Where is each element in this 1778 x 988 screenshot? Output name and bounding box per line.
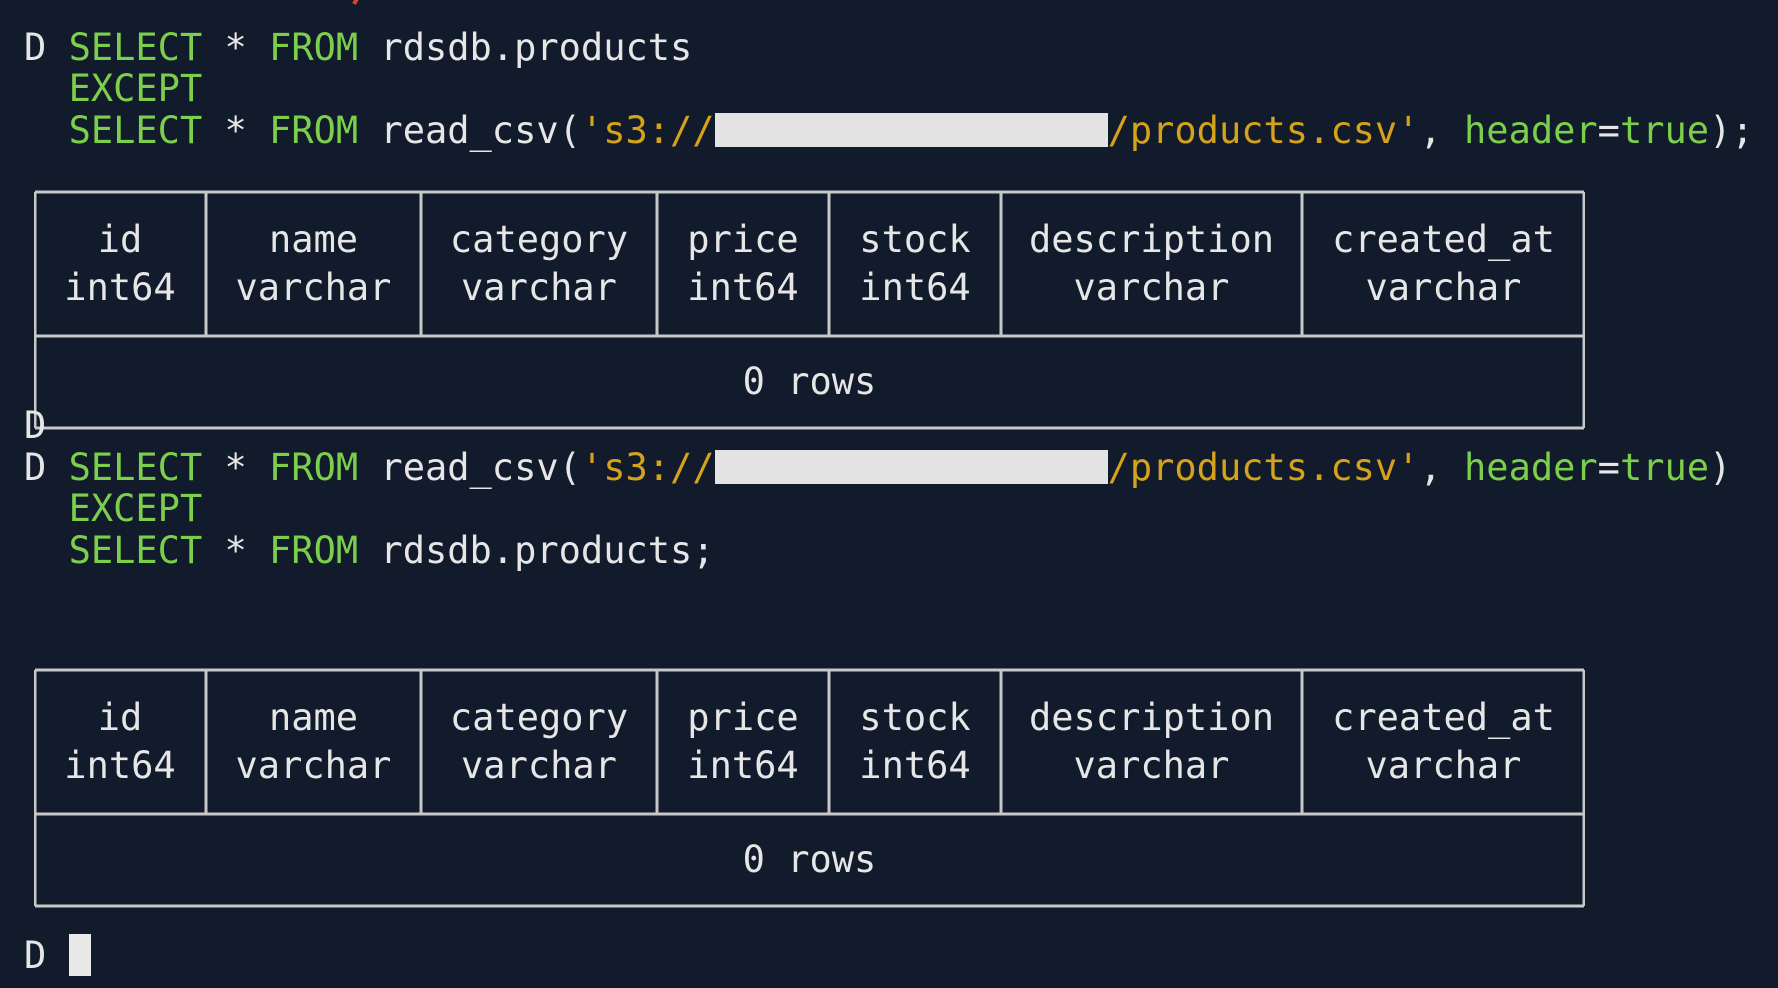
column-header-name: name bbox=[268, 696, 359, 739]
sql-keyword: SELECT bbox=[68, 26, 203, 69]
query2-line2: EXCEPT bbox=[24, 485, 203, 533]
row-count-label: 0 rows bbox=[742, 360, 877, 403]
sql-star: * bbox=[202, 26, 270, 69]
prompt: D bbox=[24, 404, 47, 447]
table-border bbox=[34, 668, 1585, 908]
query1-line3: SELECT * FROM read_csv('s3:// /products.c… bbox=[24, 107, 1754, 155]
column-header-name: description bbox=[1028, 696, 1275, 739]
sql-string-end: /products.csv' bbox=[1107, 109, 1420, 152]
sql-star: * bbox=[202, 446, 270, 489]
query2-line1: D SELECT * FROM read_csv('s3:// /products… bbox=[24, 444, 1731, 492]
column-header-name: price bbox=[687, 696, 799, 739]
error-mark-icon bbox=[352, 0, 359, 5]
query2-line3: SELECT * FROM rdsdb.products; bbox=[24, 527, 715, 575]
prompt: D bbox=[24, 934, 47, 977]
column-header-type: int64 bbox=[859, 266, 971, 309]
column-header-name: name bbox=[268, 218, 359, 261]
column-header-name: category bbox=[449, 218, 629, 261]
column-header-type: int64 bbox=[859, 744, 971, 787]
result-table-2: id int64 name varchar category varchar price in… bbox=[34, 668, 1585, 908]
sql-keyword: EXCEPT bbox=[68, 487, 203, 530]
sql-param-value: true bbox=[1619, 446, 1710, 489]
sql-keyword: SELECT bbox=[68, 109, 203, 152]
result-table-1: id int64 name varchar category varchar price in… bbox=[34, 190, 1585, 430]
column-header-type: varchar bbox=[1365, 744, 1522, 787]
sql-equals: = bbox=[1597, 446, 1620, 489]
sql-equals: = bbox=[1597, 109, 1620, 152]
column-header-type: varchar bbox=[1073, 744, 1230, 787]
sql-star: * bbox=[202, 109, 270, 152]
sql-string-start: 's3:// bbox=[580, 446, 715, 489]
column-header-name: id bbox=[97, 218, 143, 261]
sql-param-value: true bbox=[1619, 109, 1710, 152]
redacted-bucket-block bbox=[714, 113, 1108, 147]
column-header-name: stock bbox=[859, 218, 971, 261]
column-header-type: varchar bbox=[235, 266, 392, 309]
sql-keyword: SELECT bbox=[68, 446, 203, 489]
sql-function: read_csv( bbox=[358, 446, 581, 489]
column-header-type: int64 bbox=[64, 744, 176, 787]
query1-line2: EXCEPT bbox=[24, 65, 203, 113]
sql-param: header bbox=[1464, 446, 1598, 489]
sql-keyword: FROM bbox=[269, 446, 359, 489]
query1-line1: D SELECT * FROM rdsdb.products bbox=[24, 24, 692, 72]
column-header-name: description bbox=[1028, 218, 1275, 261]
column-header-type: int64 bbox=[687, 744, 799, 787]
sql-keyword: FROM bbox=[269, 529, 359, 572]
sql-end: ) bbox=[1709, 446, 1732, 489]
prompt: D bbox=[24, 26, 47, 69]
column-header-type: varchar bbox=[1365, 266, 1522, 309]
sql-keyword: EXCEPT bbox=[68, 67, 203, 110]
sql-string-end: /products.csv' bbox=[1107, 446, 1420, 489]
column-header-name: category bbox=[449, 696, 629, 739]
empty-prompt-line: D bbox=[24, 402, 46, 450]
redacted-bucket-block bbox=[714, 450, 1108, 484]
sql-string-start: 's3:// bbox=[580, 109, 715, 152]
text-cursor[interactable] bbox=[68, 934, 91, 976]
column-header-type: varchar bbox=[1073, 266, 1230, 309]
sql-end: ); bbox=[1709, 109, 1754, 152]
sql-keyword: FROM bbox=[269, 26, 359, 69]
column-header-type: varchar bbox=[461, 744, 617, 787]
prompt: D bbox=[24, 446, 47, 489]
column-header-type: varchar bbox=[235, 744, 392, 787]
column-header-name: created_at bbox=[1332, 218, 1555, 261]
sql-star: * bbox=[202, 529, 270, 572]
sql-table-name: rdsdb.products; bbox=[358, 529, 715, 572]
sql-table-name: rdsdb.products bbox=[358, 26, 693, 69]
sql-keyword: FROM bbox=[269, 109, 359, 152]
row-count-label: 0 rows bbox=[742, 838, 877, 881]
sql-comma: , bbox=[1419, 446, 1465, 489]
column-header-type: int64 bbox=[687, 266, 799, 309]
column-header-name: id bbox=[97, 696, 143, 739]
table-border bbox=[34, 190, 1585, 430]
column-header-name: price bbox=[687, 218, 799, 261]
column-header-name: created_at bbox=[1332, 696, 1555, 739]
column-header-name: stock bbox=[859, 696, 971, 739]
sql-function: read_csv( bbox=[358, 109, 581, 152]
active-prompt-line[interactable]: D bbox=[24, 932, 91, 980]
sql-comma: , bbox=[1419, 109, 1465, 152]
sql-keyword: SELECT bbox=[68, 529, 203, 572]
column-header-type: int64 bbox=[64, 266, 176, 309]
column-header-type: varchar bbox=[461, 266, 617, 309]
sql-param: header bbox=[1464, 109, 1598, 152]
